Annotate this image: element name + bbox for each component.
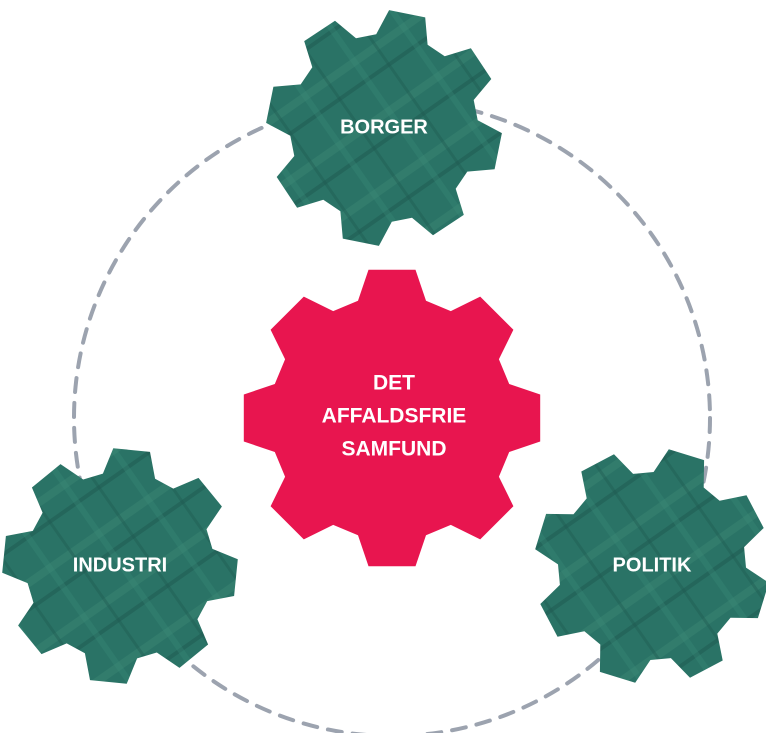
gear-politik-label: POLITIK: [613, 554, 692, 576]
center-gear: DET AFFALDSFRIE SAMFUND: [243, 269, 541, 567]
connector-ring: [72, 98, 712, 733]
center-label-line-3: SAMFUND: [342, 438, 447, 461]
gear-industri-shape: [2, 448, 238, 684]
gear-borger: BORGER: [266, 10, 502, 246]
center-label-line-2: AFFALDSFRIE: [322, 405, 467, 428]
gear-industri: INDUSTRI: [2, 448, 238, 684]
gear-borger-shape: [266, 10, 502, 246]
gear-industri-label: INDUSTRI: [73, 554, 167, 576]
center-gear-shape: [243, 269, 541, 567]
gear-politik: POLITIK: [535, 449, 766, 683]
gear-politik-shape: [535, 449, 766, 683]
center-label-line-1: DET: [373, 372, 415, 395]
gear-borger-label: BORGER: [340, 116, 428, 138]
